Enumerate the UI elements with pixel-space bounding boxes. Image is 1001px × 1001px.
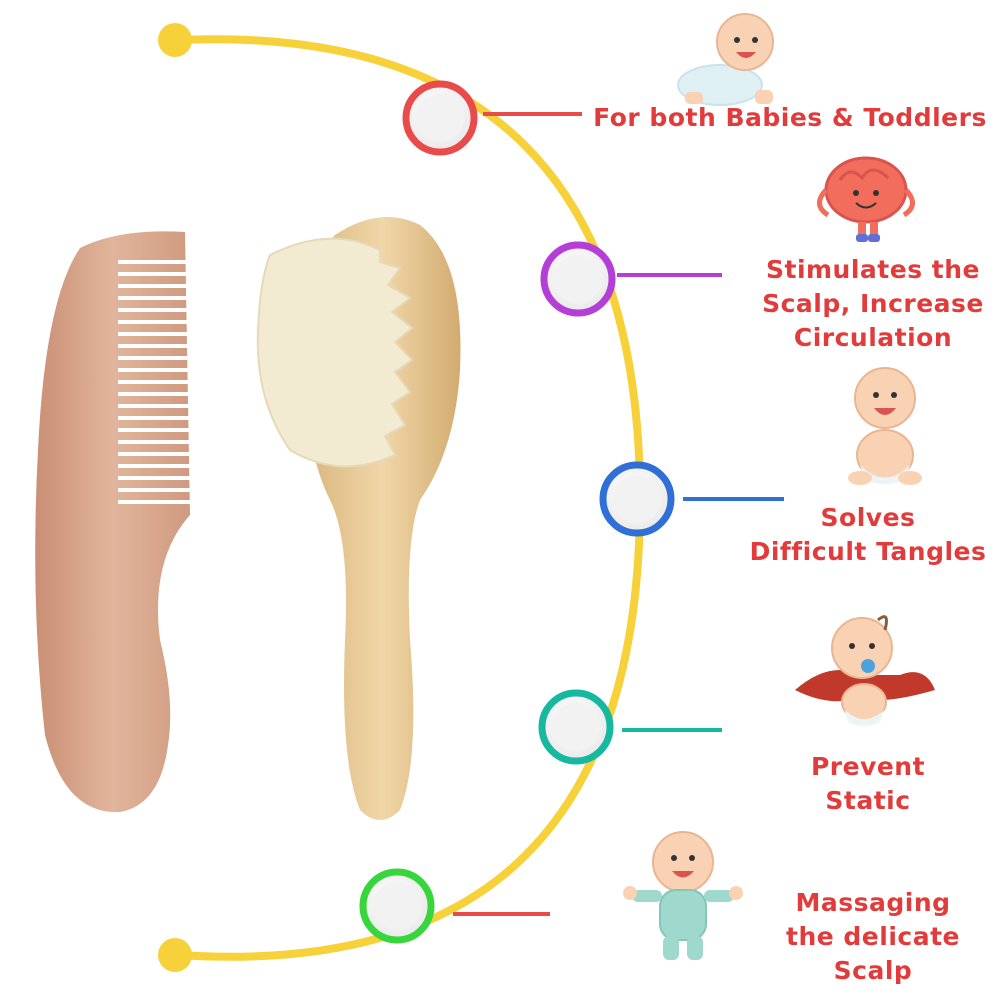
waving-baby-icon (623, 831, 743, 960)
feature-5-line-1: Massaging (795, 888, 951, 917)
feature-3-line-2: Difficult Tangles (749, 537, 987, 566)
feature-2-line-1: Stimulates the (765, 255, 980, 284)
feature-2-line-2: Scalp, Increase (762, 289, 984, 318)
node-3 (599, 461, 675, 537)
node-4 (538, 689, 614, 765)
sitting-baby-icon (848, 367, 922, 485)
crawling-baby-icon (677, 13, 774, 106)
feature-label-4: Prevent Static (780, 750, 956, 818)
feature-2-line-3: Circulation (793, 323, 953, 352)
feature-label-3: Solves Difficult Tangles (738, 501, 998, 569)
feature-label-2: Stimulates the Scalp, Increase Circulati… (748, 253, 998, 355)
node-1 (402, 80, 478, 156)
feature-1-line-1: For both Babies & Toddlers (593, 103, 987, 132)
wooden-brush (256, 217, 461, 820)
feature-4-line-2: Static (825, 786, 911, 815)
feature-4-line-1: Prevent (810, 752, 926, 781)
node-2 (540, 241, 616, 317)
feature-5-line-3: Scalp (833, 956, 913, 985)
comb-teeth (118, 260, 195, 504)
feature-label-5: Massaging the delicate Scalp (768, 886, 978, 988)
brain-character-icon (817, 156, 915, 242)
feature-5-line-2: the delicate (786, 922, 960, 951)
wooden-comb (35, 231, 195, 813)
superhero-baby-icon (795, 615, 935, 726)
arc-end-dot-top (158, 23, 192, 57)
feature-3-line-1: Solves (820, 503, 916, 532)
feature-label-1: For both Babies & Toddlers (586, 101, 994, 135)
brush-bristles (256, 237, 414, 468)
node-5 (359, 868, 435, 944)
arc-end-dot-bottom (158, 938, 192, 972)
